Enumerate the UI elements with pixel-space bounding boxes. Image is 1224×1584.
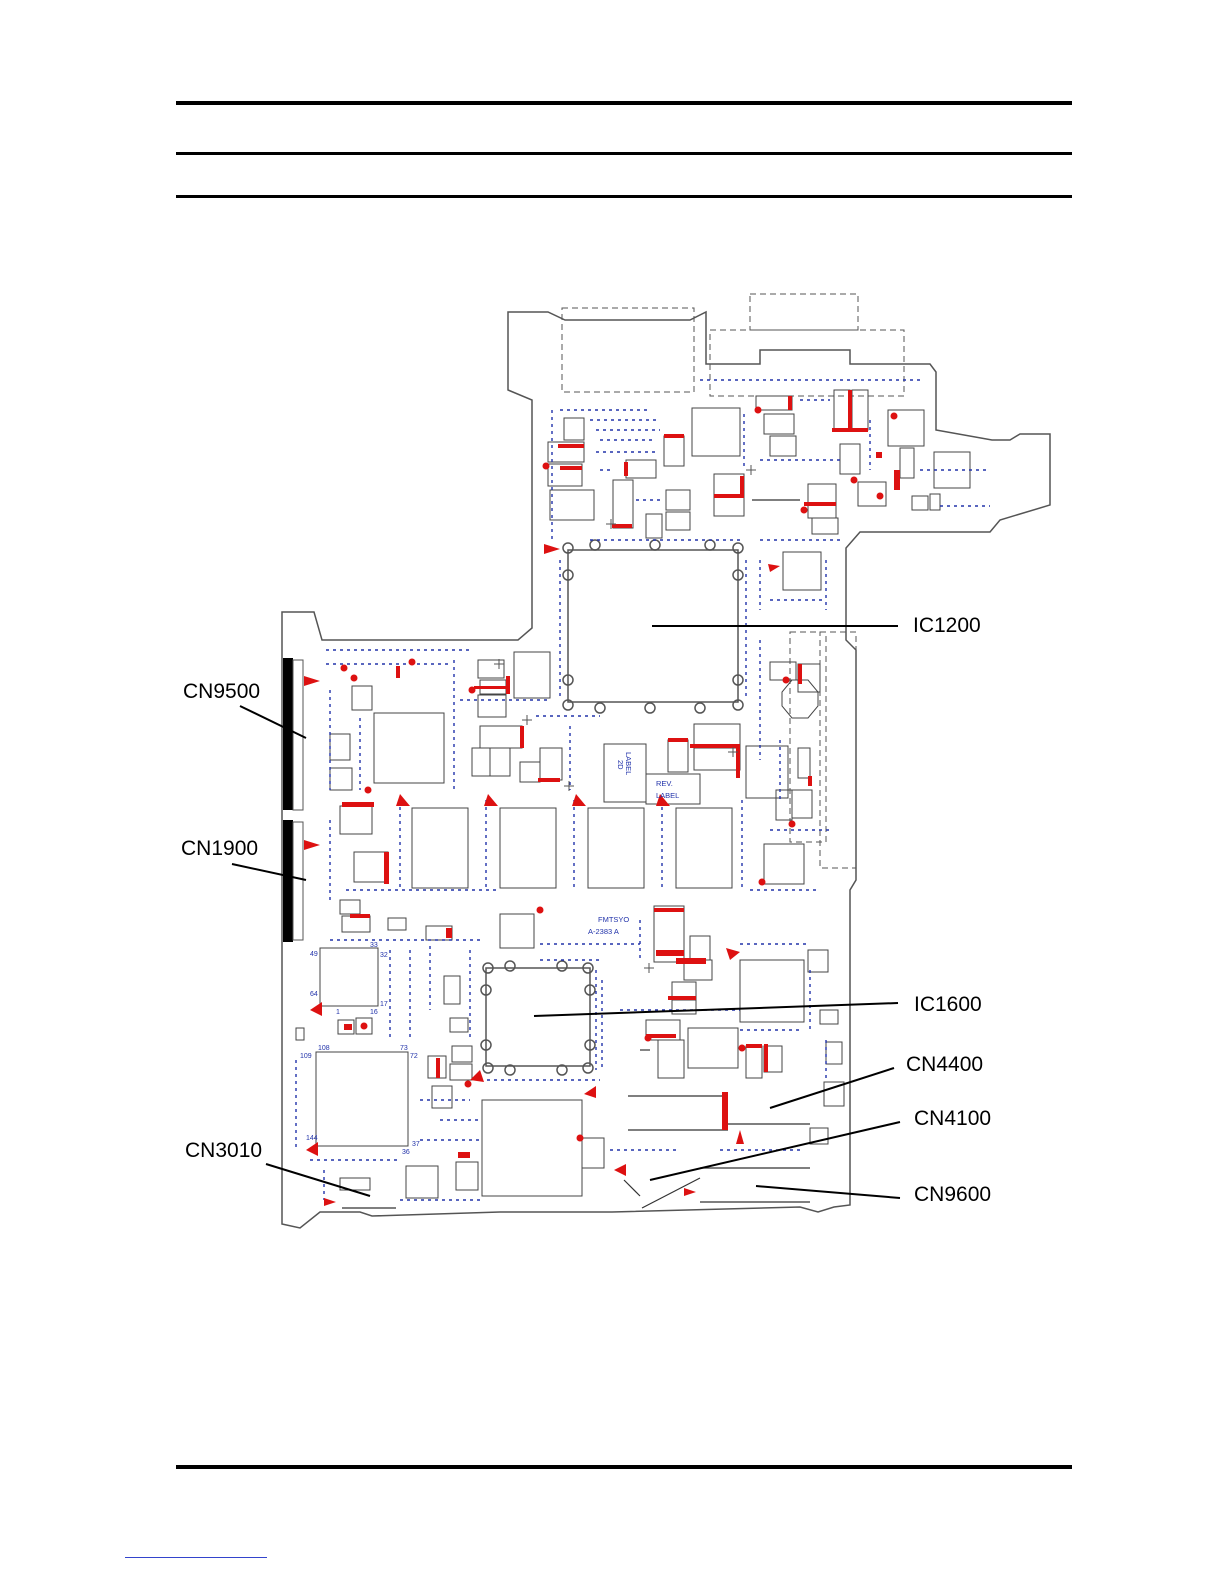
cn1900-body: [283, 820, 293, 942]
large-chip-outlines: [316, 408, 970, 1198]
leader-cn9600: [756, 1186, 900, 1198]
pin-33: 33: [370, 942, 378, 949]
callout-ic1600: IC1600: [914, 993, 982, 1016]
leader-cn4100: [650, 1122, 900, 1180]
rev-label-line2: LABEL: [656, 791, 679, 800]
leader-ic1600: [534, 1003, 898, 1016]
board-silk-text: 2D LABEL REV. LABEL FMTSYO A-2383 A 49 3…: [300, 752, 679, 1156]
polarity-marks: [494, 465, 756, 973]
octagon-component: [782, 680, 818, 718]
callout-ic1200: IC1200: [913, 614, 981, 637]
red-markers: [304, 390, 900, 1206]
callout-cn9500: CN9500: [183, 680, 260, 703]
pin-36: 36: [402, 1149, 410, 1156]
leader-cn9500: [240, 706, 306, 738]
pin-64: 64: [310, 991, 318, 998]
component-outlines: [296, 390, 940, 1190]
callout-cn4400: CN4400: [906, 1053, 983, 1076]
label-2d-line1: 2D: [616, 760, 625, 770]
leader-cn1900: [232, 864, 306, 880]
callout-leaders: [232, 626, 900, 1198]
pin-49: 49: [310, 951, 318, 958]
cn9500-body: [283, 658, 293, 810]
pin-109: 109: [300, 1053, 312, 1060]
dashed-connector-outlines: [562, 294, 904, 868]
callout-cn9600: CN9600: [914, 1183, 991, 1206]
callout-cn3010: CN3010: [185, 1139, 262, 1162]
ic1600-outline: [481, 961, 595, 1075]
pin-1: 1: [336, 1009, 340, 1016]
leader-cn4400: [770, 1068, 894, 1108]
pin-37: 37: [412, 1141, 420, 1148]
pin-73: 73: [400, 1045, 408, 1052]
fab-mark-line2: A-2383 A: [588, 927, 619, 936]
callout-cn1900: CN1900: [181, 837, 258, 860]
pin-32: 32: [380, 952, 388, 959]
rev-label-line1: REV.: [656, 779, 673, 788]
pin-144: 144: [306, 1135, 318, 1142]
fab-mark-line1: FMTSYO: [598, 915, 629, 924]
edge-connectors: [283, 658, 303, 942]
pin-16: 16: [370, 1009, 378, 1016]
pin-17: 17: [380, 1001, 388, 1008]
callout-cn4100: CN4100: [914, 1107, 991, 1130]
pin-108: 108: [318, 1045, 330, 1052]
board-outline: [282, 312, 1050, 1228]
pin-72: 72: [410, 1053, 418, 1060]
label-2d-line2: LABEL: [624, 752, 633, 775]
